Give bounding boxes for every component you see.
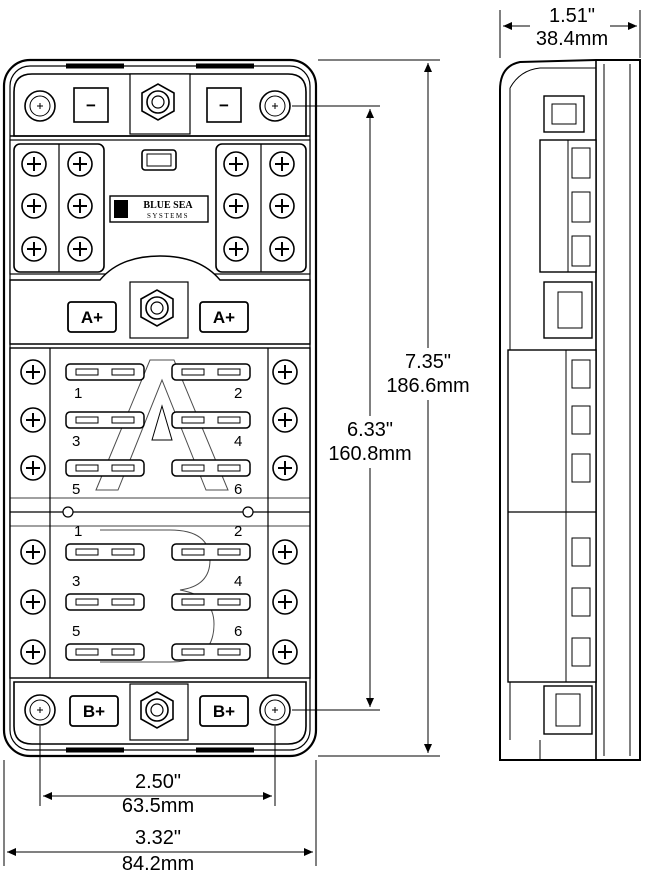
svg-text:−: − (219, 96, 229, 115)
side-view (499, 59, 641, 761)
overall-width-mm: 84.2mm (122, 853, 194, 875)
side-width-in: 1.51" (549, 5, 595, 27)
svg-text:4: 4 (234, 433, 242, 450)
bus-b-label-right: B+ (199, 695, 249, 727)
bus-b-label-left: B+ (69, 695, 119, 727)
svg-text:2: 2 (234, 385, 242, 402)
dimension-lines (3, 10, 641, 866)
bus-a-label-right: A+ (199, 301, 249, 333)
negative-stud (129, 73, 191, 135)
svg-text:2: 2 (234, 523, 242, 540)
hole-width-in: 2.50" (135, 771, 181, 793)
bus-b-stud (129, 683, 189, 741)
svg-text:B+: B+ (213, 702, 235, 721)
svg-text:−: − (86, 96, 96, 115)
circuit-numbers-b: 1 2 3 4 5 6 (72, 523, 242, 640)
negative-marker-left: − (73, 87, 109, 123)
svg-text:5: 5 (72, 623, 80, 640)
circuit-numbers-a: 1 2 3 4 5 6 (72, 385, 242, 498)
hole-height-in: 6.33" (347, 419, 393, 441)
svg-text:BLUE SEA: BLUE SEA (143, 200, 193, 211)
svg-text:4: 4 (234, 573, 242, 590)
svg-text:6: 6 (234, 481, 242, 498)
bus-a-stud (129, 281, 189, 339)
front-view: − − BLUE SEA SYSTEMS (2, 58, 318, 758)
svg-text:5: 5 (72, 481, 80, 498)
hole-height-mm: 160.8mm (328, 443, 411, 465)
svg-text:3: 3 (72, 433, 80, 450)
side-terminals (507, 95, 597, 735)
svg-text:SYSTEMS: SYSTEMS (147, 212, 189, 220)
hole-width-mm: 63.5mm (122, 795, 194, 817)
svg-text:1: 1 (74, 385, 82, 402)
bus-a-label-left: A+ (67, 301, 117, 333)
dimension-labels: 1.51" 38.4mm 7.35" 186.6mm 6.33" 160.8mm… (122, 5, 610, 875)
blue-sea-logo: BLUE SEA SYSTEMS (109, 195, 209, 223)
svg-text:B+: B+ (83, 702, 105, 721)
svg-text:3: 3 (72, 573, 80, 590)
svg-text:6: 6 (234, 623, 242, 640)
svg-text:1: 1 (74, 523, 82, 540)
mounting-hole-top-right (259, 90, 291, 122)
mounting-hole-bottom-right (259, 694, 291, 726)
overall-width-in: 3.32" (135, 827, 181, 849)
negative-marker-right: − (206, 87, 242, 123)
mounting-hole-top-left (24, 90, 56, 122)
overall-height-in: 7.35" (405, 351, 451, 373)
side-width-mm: 38.4mm (536, 28, 608, 50)
svg-text:A+: A+ (81, 308, 103, 327)
svg-text:A+: A+ (213, 308, 235, 327)
overall-height-mm: 186.6mm (386, 375, 469, 397)
mounting-hole-bottom-left (24, 694, 56, 726)
